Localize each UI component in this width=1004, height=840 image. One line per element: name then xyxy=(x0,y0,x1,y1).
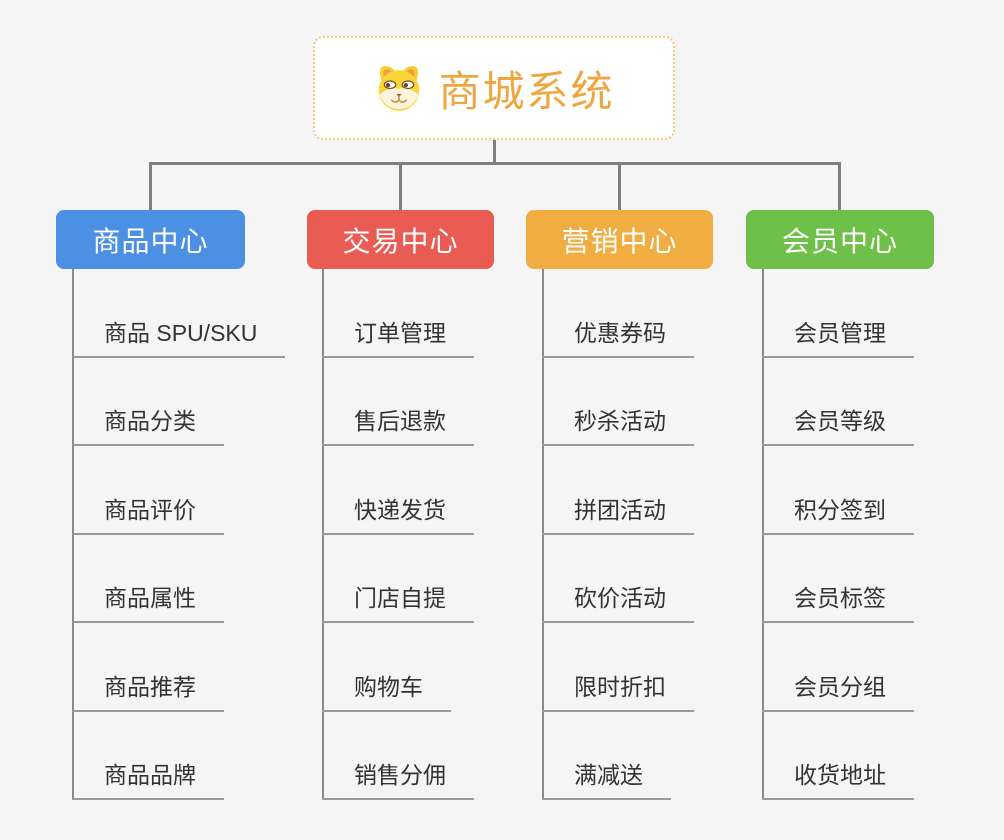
connector-drop-member xyxy=(838,162,841,211)
node-label: 购物车 xyxy=(354,673,423,700)
node-label: 满减送 xyxy=(574,762,643,788)
node-label: 拼团活动 xyxy=(574,496,666,523)
node-label: 商品属性 xyxy=(104,585,196,611)
mindmap-node[interactable]: 会员分组 xyxy=(762,623,914,712)
branch-children-member-center: 会员管理 会员等级 积分签到 会员标签 会员分组 收货地址 xyxy=(762,269,914,800)
node-label: 快递发货 xyxy=(354,496,446,523)
branch-header-member-center[interactable]: 会员中心 xyxy=(746,210,934,269)
connector-drop-trade xyxy=(399,162,402,211)
connector-root-drop xyxy=(493,139,496,163)
mindmap-node[interactable]: 会员管理 xyxy=(762,269,914,358)
branch-children-marketing-center: 优惠券码 秒杀活动 拼团活动 砍价活动 限时折扣 满减送 xyxy=(542,269,694,800)
mindmap-node[interactable]: 拼团活动 xyxy=(542,446,694,535)
node-label: 会员分组 xyxy=(794,673,886,700)
root-node[interactable]: 商城系统 xyxy=(313,36,675,140)
node-label: 秒杀活动 xyxy=(574,408,666,434)
node-label: 商品 SPU/SKU xyxy=(104,319,258,346)
connector-bus xyxy=(150,162,841,165)
node-label: 商品品牌 xyxy=(104,762,196,788)
connector-drop-product xyxy=(149,162,152,211)
mindmap-node[interactable]: 快递发货 xyxy=(322,446,474,535)
mindmap-node[interactable]: 限时折扣 xyxy=(542,623,694,712)
mindmap-node[interactable]: 收货地址 xyxy=(762,712,914,800)
node-label: 销售分佣 xyxy=(354,762,446,788)
node-label: 会员标签 xyxy=(794,585,886,611)
root-title: 商城系统 xyxy=(438,67,615,115)
dog-face-icon xyxy=(373,63,425,113)
mindmap-node[interactable]: 商品 SPU/SKU xyxy=(72,269,286,358)
mindmap-node[interactable]: 商品分类 xyxy=(72,358,224,446)
node-label: 门店自提 xyxy=(354,585,446,611)
mindmap-node[interactable]: 订单管理 xyxy=(322,269,474,358)
mindmap-node[interactable]: 商品推荐 xyxy=(72,623,224,712)
mindmap-node[interactable]: 满减送 xyxy=(542,712,671,800)
mindmap-node[interactable]: 商品评价 xyxy=(72,446,224,535)
mindmap-node[interactable]: 售后退款 xyxy=(322,358,474,446)
mindmap-node[interactable]: 会员标签 xyxy=(762,535,914,623)
node-label: 会员管理 xyxy=(794,319,886,346)
mindmap-node[interactable]: 购物车 xyxy=(322,623,451,712)
mindmap-node[interactable]: 会员等级 xyxy=(762,358,914,446)
connector-drop-marketing xyxy=(618,162,621,211)
mindmap-node[interactable]: 秒杀活动 xyxy=(542,358,694,446)
branch-header-marketing-center[interactable]: 营销中心 xyxy=(526,210,713,269)
mindmap-node[interactable]: 砍价活动 xyxy=(542,535,694,623)
node-label: 商品分类 xyxy=(104,408,196,434)
mindmap-node[interactable]: 商品属性 xyxy=(72,535,224,623)
node-label: 收货地址 xyxy=(794,762,886,788)
node-label: 售后退款 xyxy=(354,408,446,434)
mindmap-node[interactable]: 商品品牌 xyxy=(72,712,224,800)
branch-children-product-center: 商品 SPU/SKU 商品分类 商品评价 商品属性 商品推荐 商品品牌 xyxy=(72,269,286,800)
branch-children-trade-center: 订单管理 售后退款 快递发货 门店自提 购物车 销售分佣 xyxy=(322,269,474,800)
branch-header-product-center[interactable]: 商品中心 xyxy=(56,210,245,269)
node-label: 订单管理 xyxy=(354,319,446,346)
mindmap-node[interactable]: 门店自提 xyxy=(322,535,474,623)
node-label: 砍价活动 xyxy=(574,585,666,611)
node-label: 限时折扣 xyxy=(574,673,666,700)
node-label: 优惠券码 xyxy=(574,319,666,346)
node-label: 商品推荐 xyxy=(104,673,196,700)
mindmap-node[interactable]: 销售分佣 xyxy=(322,712,474,800)
node-label: 会员等级 xyxy=(794,408,886,434)
node-label: 积分签到 xyxy=(794,496,886,523)
mindmap-node[interactable]: 积分签到 xyxy=(762,446,914,535)
mindmap-node[interactable]: 优惠券码 xyxy=(542,269,694,358)
node-label: 商品评价 xyxy=(104,496,196,523)
branch-header-trade-center[interactable]: 交易中心 xyxy=(307,210,494,269)
